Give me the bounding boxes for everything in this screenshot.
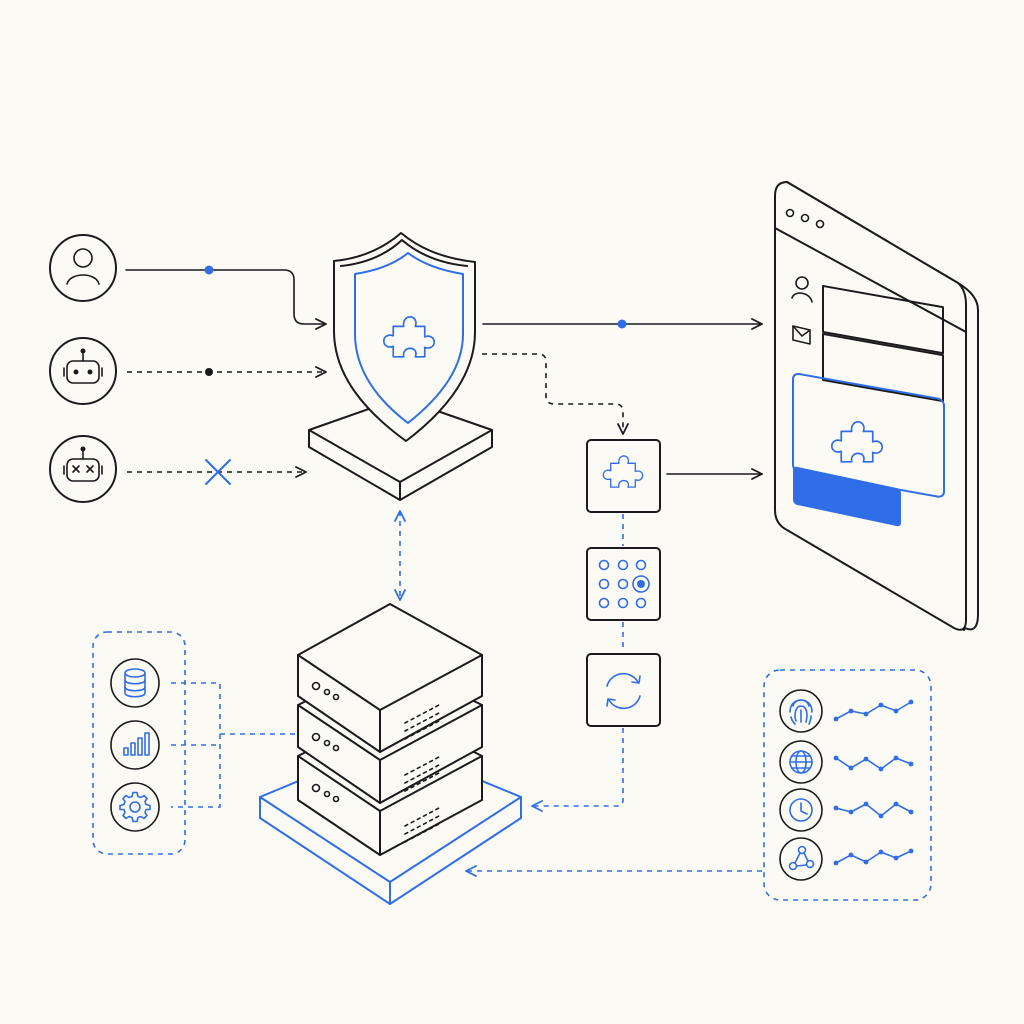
robot-icon: [63, 348, 103, 384]
client-user: [49, 234, 117, 302]
network-icon: [788, 845, 815, 871]
risk-signals-panel: [763, 669, 932, 901]
gear-icon: [119, 791, 151, 823]
puzzle-icon: [602, 455, 644, 488]
blocked-robot-icon: [63, 446, 103, 482]
connector-gateway-to-verification: [482, 353, 629, 435]
submit-button[interactable]: [793, 466, 901, 527]
refresh-icon: [606, 672, 641, 710]
window-dots: [785, 208, 825, 229]
server-stack: [259, 603, 522, 905]
security-gateway: [308, 232, 493, 501]
service-settings: [110, 782, 160, 832]
bar-chart-icon: [123, 732, 150, 756]
service-analytics: [110, 720, 160, 770]
mail-icon: [792, 325, 811, 345]
storage-services-panel: [92, 631, 186, 855]
verification-refresh-step: [586, 653, 661, 727]
connector-user-to-gateway: [125, 269, 327, 330]
blocked-x-icon: [205, 459, 231, 485]
globe-icon: [789, 750, 813, 774]
database-icon: [124, 668, 146, 698]
signal-trend-line: [835, 803, 912, 817]
fingerprint-icon: [789, 699, 813, 725]
clock-icon: [789, 798, 813, 822]
dot-grid-icon: [598, 559, 650, 609]
email-field[interactable]: [822, 332, 944, 403]
client-blocked-robot: [49, 435, 117, 503]
user-icon: [66, 248, 100, 285]
signal-trend-line: [835, 701, 912, 720]
user-icon: [791, 276, 813, 303]
signal-fingerprint: [779, 689, 914, 733]
signal-geolocation: [779, 740, 914, 784]
signal-timing: [779, 788, 914, 832]
signal-trend-line: [835, 850, 912, 864]
client-robot: [49, 337, 117, 405]
server-unit-top: [297, 603, 483, 753]
service-database: [110, 658, 160, 708]
verification-pattern-step: [586, 547, 661, 621]
browser-window: [774, 181, 979, 631]
signal-trend-line: [835, 757, 912, 770]
signal-network: [779, 837, 914, 881]
verification-puzzle-step: [586, 439, 661, 513]
connector-verification-to-server: [531, 728, 624, 812]
connector-services-to-server: [171, 682, 296, 808]
username-field[interactable]: [822, 284, 944, 355]
